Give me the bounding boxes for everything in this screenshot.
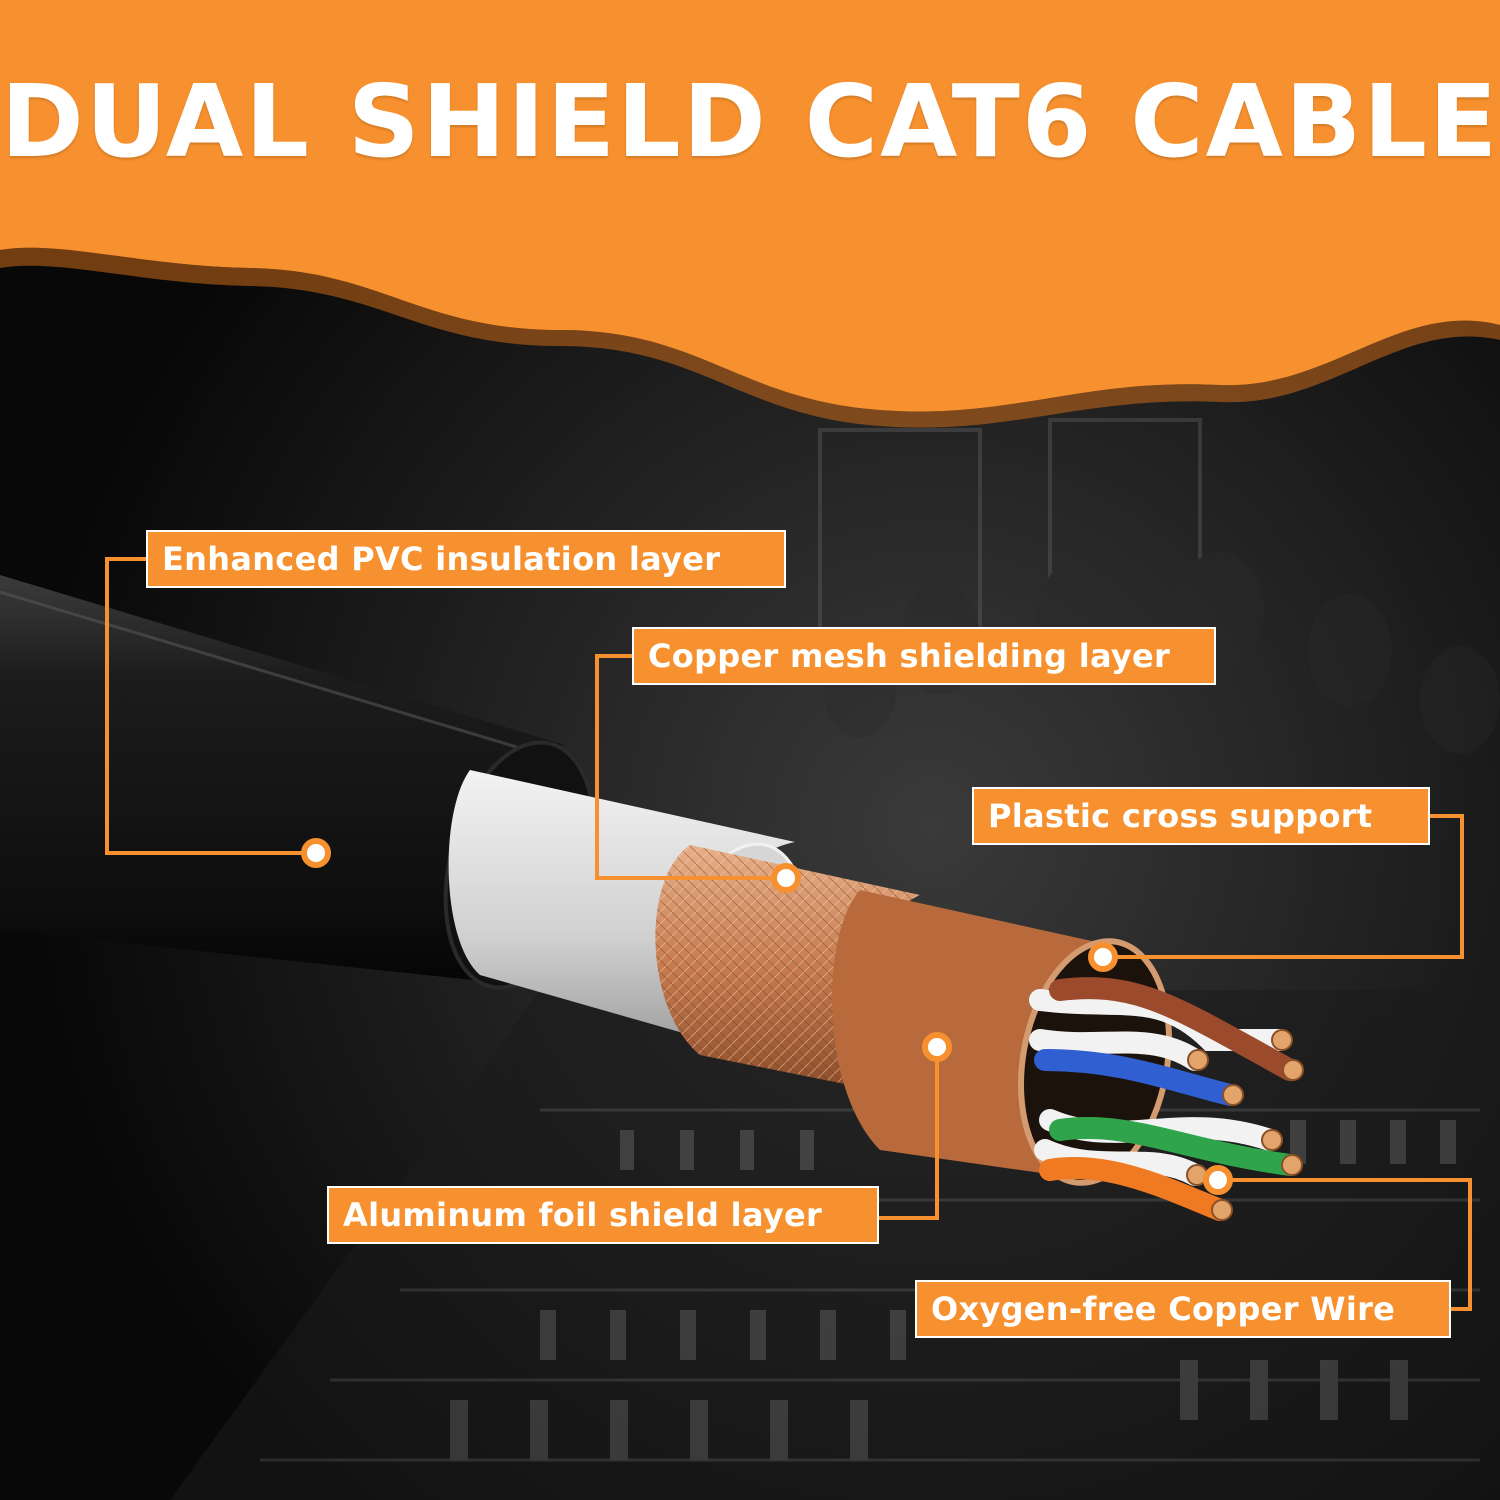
callout-dots [301,838,1233,1195]
callout-aluminum-foil: Aluminum foil shield layer [327,1186,879,1244]
leader-pvc [105,557,316,855]
callout-pvc-insulation: Enhanced PVC insulation layer [146,530,786,588]
dot-mesh [771,863,801,893]
outer-pvc-jacket [0,575,565,985]
twisted-wire-pairs [1029,977,1301,1221]
copper-conductor-tips [1186,1029,1304,1221]
header-banner-shadow [0,247,1500,428]
leader-foil [879,1047,939,1220]
callout-leader-lines [105,557,1472,1311]
leader-mesh [595,654,786,880]
header-banner [0,0,1500,412]
dot-wire [1203,1165,1233,1195]
dot-cross [1088,942,1118,972]
leader-cross [1103,814,1464,959]
callout-copper-wire: Oxygen-free Copper Wire [915,1280,1451,1338]
mixing-console-backdrop [170,990,1500,1500]
dot-pvc [301,838,331,868]
dot-foil [922,1032,952,1062]
callout-plastic-cross-support: Plastic cross support [972,787,1430,845]
callout-copper-mesh: Copper mesh shielding layer [632,627,1216,685]
leader-wire [1218,1178,1472,1311]
page-title: DUAL SHIELD CAT6 CABLE [0,63,1500,180]
